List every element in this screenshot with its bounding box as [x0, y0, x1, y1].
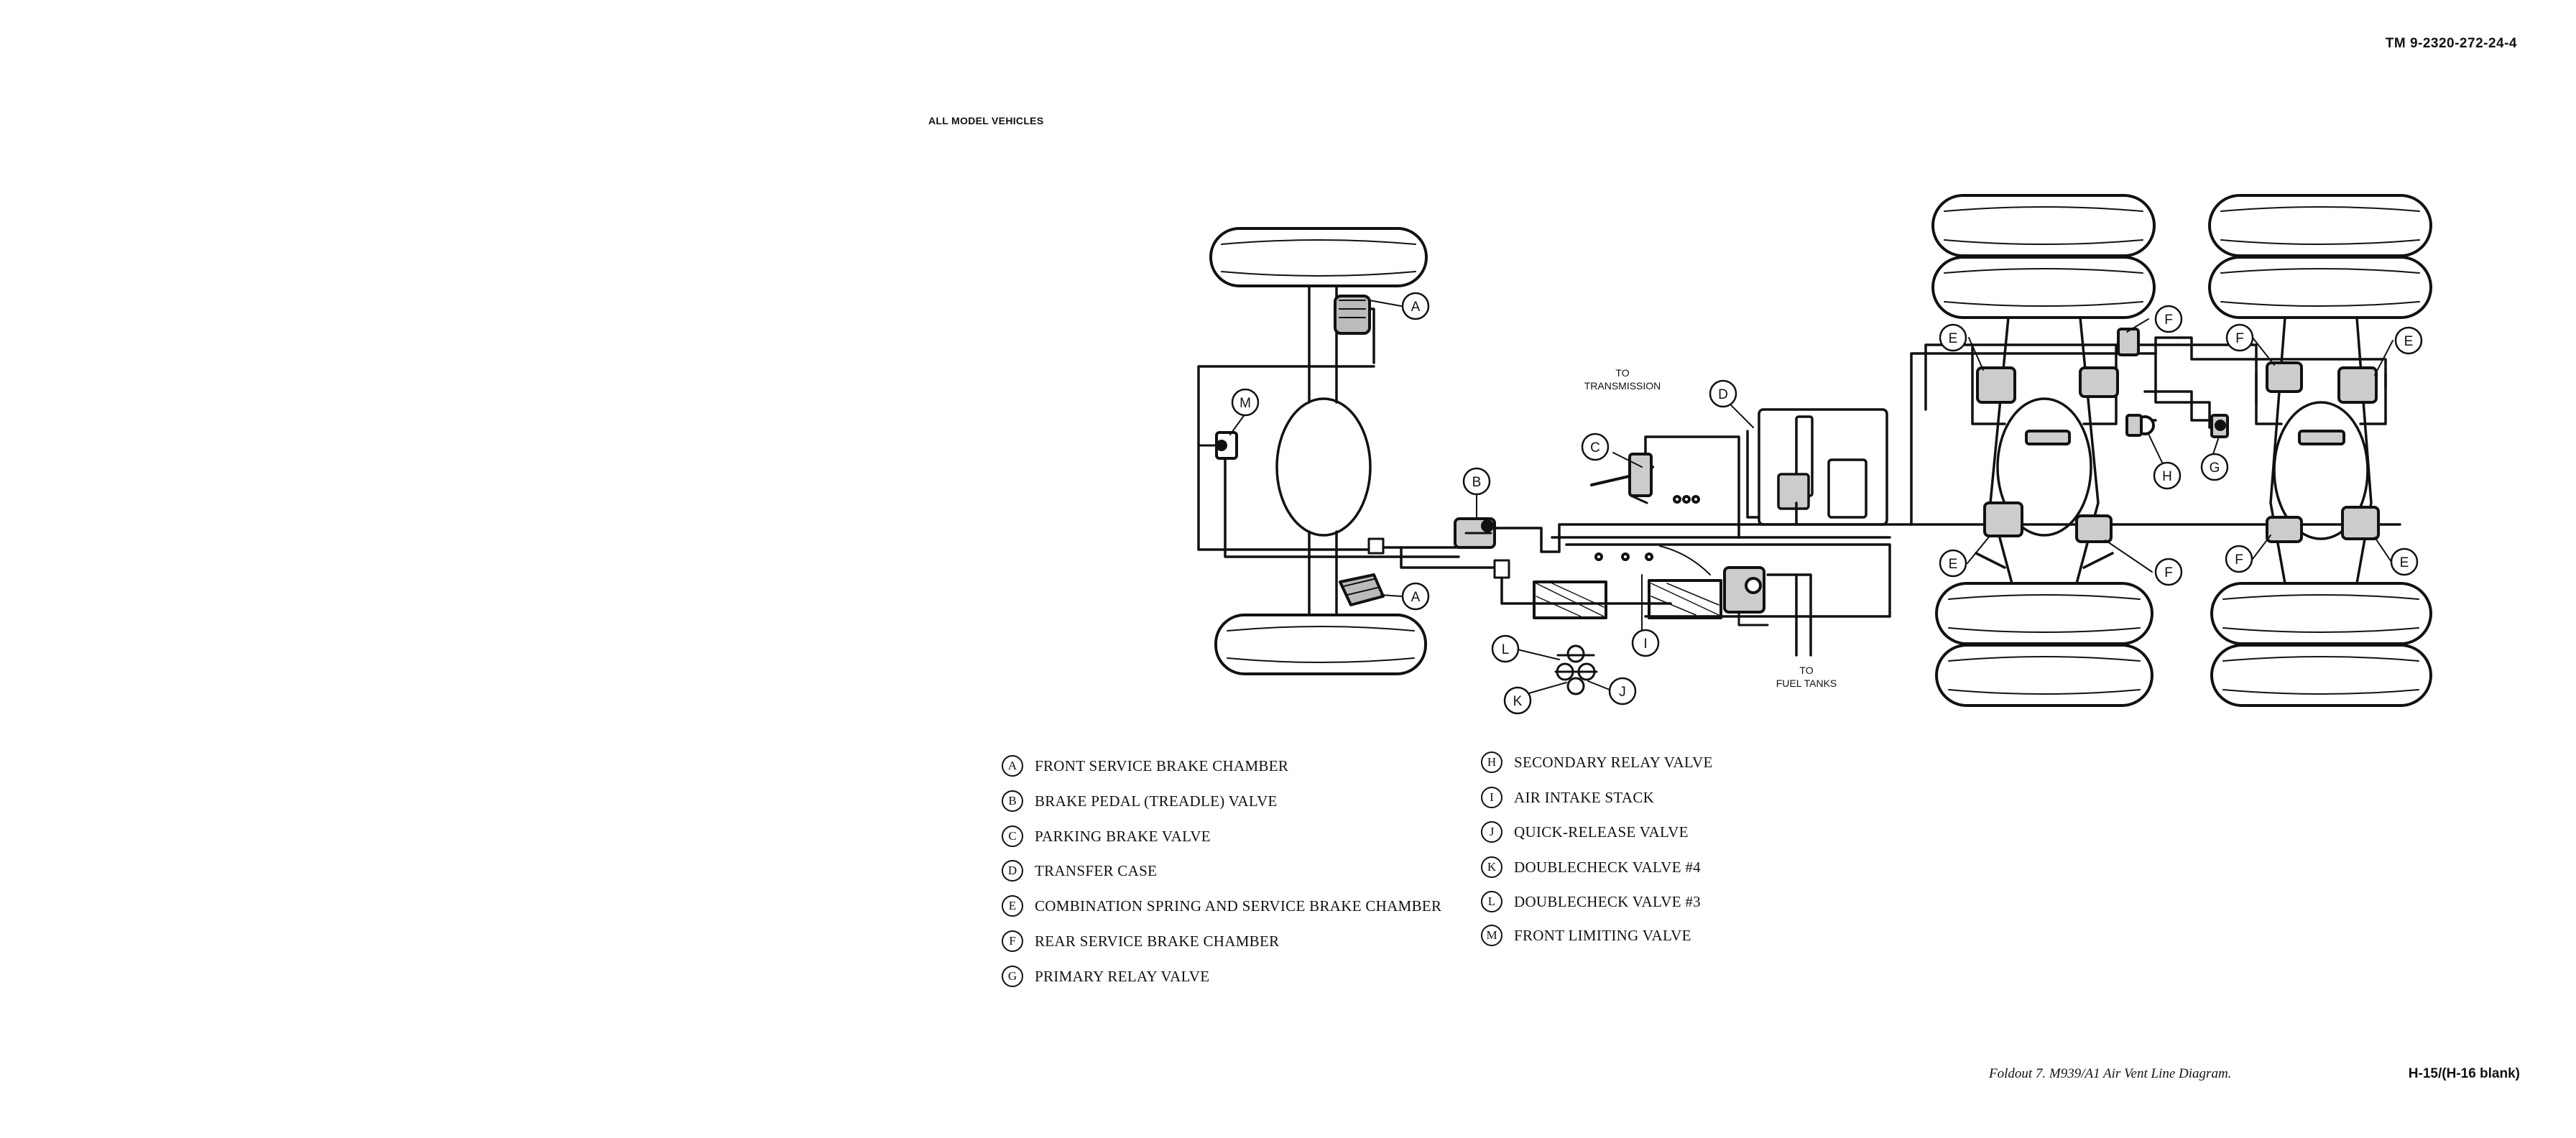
front-right-tire	[1214, 614, 1427, 675]
callout-j: J	[1608, 677, 1637, 706]
callout-f-1: F	[2154, 305, 2183, 333]
callout-e-1: E	[1939, 323, 1967, 352]
callouts: A A B C D E E E E F F F F G H I J K L M	[1231, 292, 2423, 715]
tee-fittings	[1367, 537, 1510, 579]
callout-m: M	[1231, 388, 1260, 417]
callout-f-4: F	[2225, 545, 2253, 573]
svg-text:TRANSMISSION: TRANSMISSION	[1584, 380, 1661, 392]
svg-text:J: J	[1619, 685, 1626, 700]
callout-f-3: F	[2154, 558, 2183, 586]
svg-text:A: A	[1411, 300, 1421, 315]
svg-text:TO: TO	[1615, 367, 1629, 379]
callout-a-bottom: A	[1401, 582, 1430, 611]
svg-text:D: D	[1718, 387, 1728, 402]
rear-axle2-chambers	[2266, 361, 2380, 543]
rear-axle2-tires	[2208, 194, 2432, 707]
svg-text:F: F	[2235, 331, 2244, 346]
callout-i: I	[1631, 629, 1660, 657]
transfer-case	[1746, 408, 1888, 526]
callout-d: D	[1709, 379, 1737, 408]
valve-cluster	[1554, 644, 1598, 695]
brake-pedal-valve	[1454, 517, 1496, 549]
front-left-tire	[1209, 227, 1428, 287]
svg-text:E: E	[2400, 555, 2409, 570]
svg-text:F: F	[2235, 552, 2243, 568]
callout-k: K	[1503, 686, 1532, 715]
front-brake-chamber-bottom	[1339, 573, 1385, 606]
callout-a-top: A	[1401, 292, 1430, 320]
svg-text:K: K	[1513, 694, 1523, 709]
svg-text:C: C	[1590, 440, 1600, 455]
parking-brake-valve	[1590, 435, 1740, 539]
callout-b: B	[1462, 467, 1491, 496]
svg-text:M: M	[1239, 396, 1251, 411]
relay-valves	[2117, 328, 2229, 438]
svg-text:I: I	[1643, 637, 1647, 652]
svg-text:E: E	[1949, 331, 1958, 346]
model-note: ALL MODEL VEHICLES	[928, 115, 1044, 126]
rear-axle1-chambers	[1976, 366, 2119, 543]
svg-text:L: L	[1502, 642, 1510, 657]
svg-text:A: A	[1411, 590, 1421, 605]
callout-c: C	[1581, 432, 1610, 461]
svg-text:H: H	[2162, 469, 2172, 484]
rear-axle1-frame	[1971, 316, 2118, 585]
svg-text:FUEL TANKS: FUEL TANKS	[1776, 677, 1837, 689]
svg-text:F: F	[2164, 565, 2173, 580]
svg-text:E: E	[1949, 557, 1958, 572]
callout-h: H	[2153, 461, 2182, 490]
svg-text:TO: TO	[1799, 665, 1813, 676]
callout-e-3: E	[1939, 549, 1967, 578]
figure-caption: Foldout 7. M939/A1 Air Vent Line Diagram…	[1989, 1066, 2232, 1081]
callout-f-2: F	[2225, 323, 2254, 352]
svg-text:G: G	[2210, 461, 2220, 476]
callout-l: L	[1491, 634, 1520, 663]
air-intake-stack	[1533, 545, 1722, 619]
callout-g: G	[2200, 453, 2229, 481]
svg-text:E: E	[2404, 334, 2414, 349]
front-axle-frame	[1275, 284, 1375, 616]
svg-text:B: B	[1472, 475, 1482, 490]
rear-axle2-frame	[2255, 316, 2387, 585]
engine-valve-assembly	[1723, 566, 1769, 626]
callout-e-4: E	[2390, 547, 2419, 576]
front-brake-chamber-top	[1334, 295, 1371, 335]
rear-axle1-tires	[1931, 194, 2156, 707]
callout-e-2: E	[2394, 326, 2423, 355]
front-limiting-valve	[1197, 431, 1238, 460]
note-to-fuel-tanks: TO FUEL TANKS	[1776, 665, 1837, 689]
note-to-transmission: TO TRANSMISSION	[1584, 367, 1661, 392]
svg-text:F: F	[2164, 313, 2173, 328]
page-number: H-15/(H-16 blank)	[2408, 1066, 2520, 1081]
tm-number: TM 9-2320-272-24-4	[2385, 36, 2517, 51]
